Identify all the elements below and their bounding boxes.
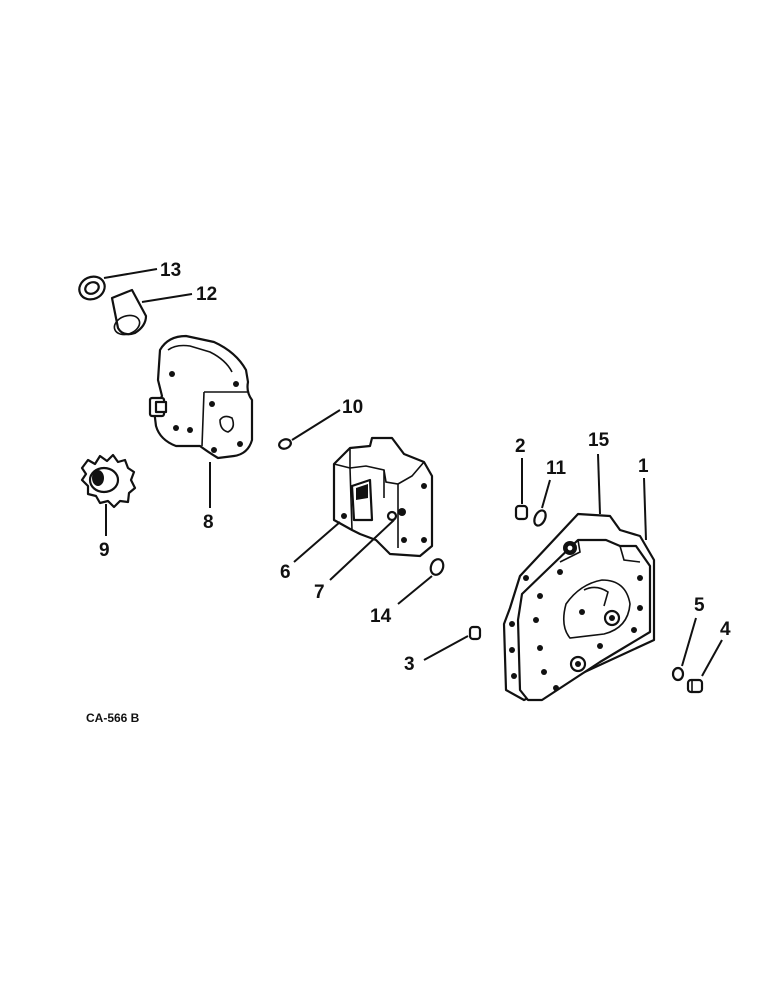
callout-12: 12 (196, 284, 217, 305)
callout-5: 5 (694, 595, 705, 616)
leader-14 (397, 575, 433, 605)
hydraulic-pump-part-8 (148, 334, 254, 460)
leader-15 (597, 453, 601, 515)
leader-4 (701, 639, 723, 677)
leader-3 (423, 635, 469, 661)
adapter-block-part-6 (332, 436, 434, 558)
cover-plate-part-1 (502, 512, 656, 702)
callout-13: 13 (160, 260, 181, 281)
callout-14: 14 (370, 606, 392, 627)
leader-1 (643, 477, 647, 541)
leader-6 (293, 521, 341, 563)
callout-1: 1 (638, 456, 649, 477)
callout-7: 7 (314, 582, 325, 603)
leader-11 (541, 479, 551, 509)
o-ring-part-10 (278, 438, 292, 450)
leader-12 (141, 293, 193, 303)
washer-part-5 (671, 666, 685, 682)
seal-ring-part-13 (78, 275, 106, 301)
o-ring-part-11 (533, 509, 547, 527)
leader-lines (103, 268, 723, 677)
drawing-code: CA-566 B (86, 711, 140, 725)
callout-4: 4 (720, 619, 731, 640)
plug-part-3 (468, 625, 482, 641)
leader-5 (681, 617, 697, 667)
leader-7 (329, 519, 395, 581)
callout-9: 9 (99, 540, 110, 561)
dowel-pin-part-2 (514, 504, 529, 521)
callout-11: 11 (546, 458, 567, 479)
cap-part-12 (110, 288, 148, 336)
drive-gear-part-9 (80, 453, 137, 509)
callout-6: 6 (280, 562, 291, 583)
callout-labels: 13 12 10 8 9 6 7 14 2 11 15 1 3 5 4 (99, 260, 731, 675)
callout-15: 15 (588, 430, 610, 451)
leader-10 (291, 409, 341, 441)
o-ring-part-14 (429, 558, 445, 576)
callout-8: 8 (203, 512, 214, 533)
callout-10: 10 (342, 397, 363, 418)
plug-part-4 (686, 678, 704, 694)
callout-3: 3 (404, 654, 415, 675)
callout-2: 2 (515, 436, 526, 457)
leader-13 (103, 268, 158, 279)
